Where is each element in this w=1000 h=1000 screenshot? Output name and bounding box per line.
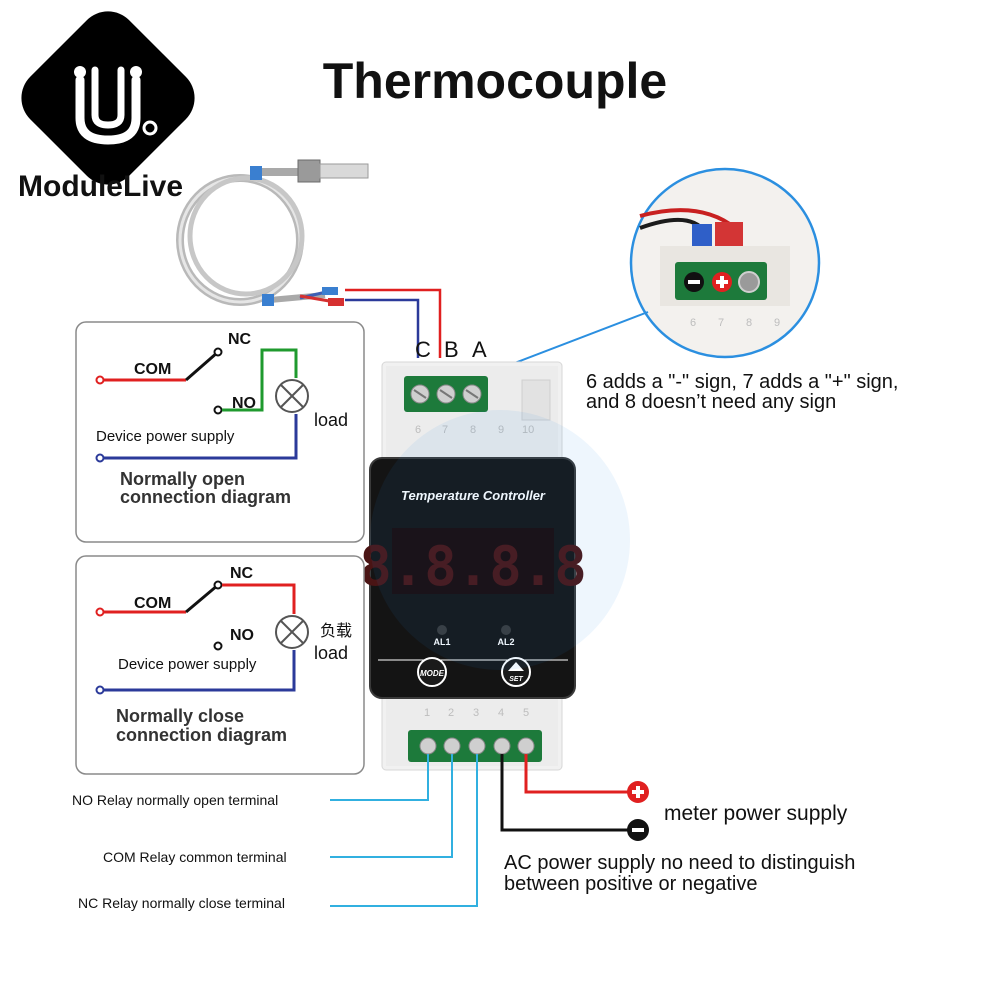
zoom-terminal-7: 7 xyxy=(718,317,724,329)
terminal-letter-c: C xyxy=(415,337,431,362)
nc-diagram-load-cn-label: 负载 xyxy=(320,622,352,640)
zoom-note-line1: 6 adds a "-" sign, 7 adds a "+" sign, xyxy=(586,371,898,393)
ac-power-line1: AC power supply no need to distinguish xyxy=(504,852,855,874)
no-diagram-caption-1: Normally open xyxy=(120,469,245,489)
bottom-terminal-5: 5 xyxy=(523,707,529,719)
nc-diagram-caption-2: connection diagram xyxy=(116,725,287,745)
terminal-zoom-inset: 6 7 8 9 xyxy=(629,167,821,359)
ac-power-line2: between positive or negative xyxy=(504,873,758,895)
nc-diagram-caption-1: Normally close xyxy=(116,706,244,726)
no-diagram-nc-label: NC xyxy=(228,331,252,348)
plus-icon xyxy=(627,781,649,803)
top-terminal-10: 10 xyxy=(522,424,534,436)
zoom-terminal-9: 9 xyxy=(774,317,780,329)
relay-no-terminal-label: NO Relay normally open terminal xyxy=(72,792,278,808)
meter-power-label: meter power supply xyxy=(664,802,848,825)
top-terminal-7: 7 xyxy=(442,424,448,436)
terminal-letter-b: B xyxy=(444,337,459,362)
set-button-label: SET xyxy=(509,676,523,683)
normally-close-diagram: NC COM NO 负载 load Device power supply No… xyxy=(75,555,365,775)
up-arrow-icon xyxy=(508,662,524,671)
bottom-terminal-1: 1 xyxy=(424,707,430,719)
nc-diagram-nc-label: NC xyxy=(230,565,254,582)
no-diagram-com-label: COM xyxy=(134,361,171,378)
minus-icon xyxy=(627,819,649,841)
no-diagram-caption-2: connection diagram xyxy=(120,487,291,507)
device-label: Temperature Controller xyxy=(401,488,546,503)
no-diagram-no-label: NO xyxy=(232,395,256,412)
nc-diagram-load-label: load xyxy=(314,643,348,663)
top-terminal-6: 6 xyxy=(415,424,421,436)
seven-segment-display: 8.8.8.8 xyxy=(359,535,587,598)
zoom-note-line2: and 8 doesn’t need any sign xyxy=(586,391,836,413)
zoom-terminal-6: 6 xyxy=(690,317,696,329)
zoom-terminal-8: 8 xyxy=(746,317,752,329)
normally-open-diagram: NC COM NO load Device power supply Norma… xyxy=(75,321,365,543)
bottom-terminal-4: 4 xyxy=(498,707,504,719)
mode-button[interactable]: MODE xyxy=(417,657,447,687)
relay-nc-terminal-label: NC Relay normally close terminal xyxy=(78,895,285,911)
logo-brand: ModuleLive xyxy=(18,170,183,203)
no-diagram-load-label: load xyxy=(314,410,348,430)
led-al2-label: AL2 xyxy=(497,637,514,647)
thermocouple-probe-icon xyxy=(176,159,369,306)
page-title: Thermocouple xyxy=(323,53,667,109)
set-button[interactable]: SET xyxy=(501,657,531,687)
nc-diagram-power-label: Device power supply xyxy=(118,656,257,673)
bottom-terminal-2: 2 xyxy=(448,707,454,719)
top-terminal-9: 9 xyxy=(498,424,504,436)
modulelive-logo: ModuleLive xyxy=(18,11,195,203)
nc-diagram-no-label: NO xyxy=(230,627,254,644)
nc-diagram-com-label: COM xyxy=(134,595,171,612)
relay-com-terminal-label: COM Relay common terminal xyxy=(103,849,287,865)
terminal-letter-a: A xyxy=(472,337,487,362)
temperature-controller-device: 6 7 8 9 10 Temperature Controller 8.8.8.… xyxy=(359,361,587,771)
top-terminal-8: 8 xyxy=(470,424,476,436)
bottom-terminal-3: 3 xyxy=(473,707,479,719)
mode-button-label: MODE xyxy=(420,669,445,678)
no-diagram-power-label: Device power supply xyxy=(96,428,235,445)
led-al1-label: AL1 xyxy=(433,637,450,647)
